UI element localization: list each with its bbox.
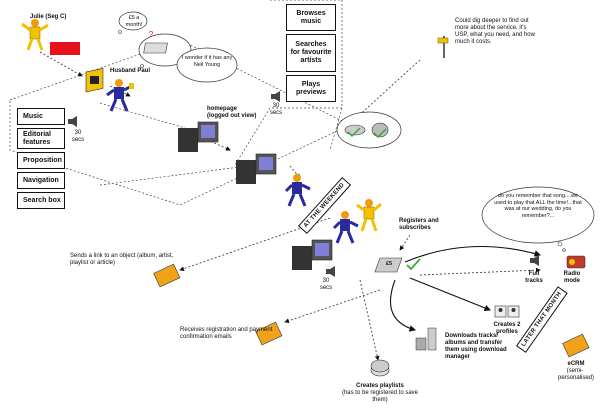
homepage-timer: 30 secs	[71, 130, 85, 143]
full-tracks-label: Full tracks	[525, 271, 543, 284]
weekend-timer: 30 secs	[319, 278, 333, 291]
dig-deeper-note: Could dig deeper to find out more about …	[455, 18, 535, 45]
julie-figure	[21, 19, 49, 51]
speaker-icon-homepage	[68, 116, 77, 127]
price-tag-text: £5	[386, 261, 393, 267]
thought-price-text: £5 a month!	[125, 15, 143, 28]
signpost-icon	[437, 36, 449, 58]
radio-mode-label: Radio mode	[563, 271, 581, 284]
downloads-label: Downloads tracks/ albums and transfer th…	[445, 333, 507, 360]
speaker-icon-browse	[271, 91, 280, 102]
paul-figure-browsing	[284, 174, 311, 207]
envelope-icon-confirm	[255, 321, 283, 346]
homepage-item-navigation: Navigation	[17, 172, 65, 189]
thought-bubble-song	[481, 186, 595, 252]
profile-icons	[494, 305, 520, 318]
envelope-icon-link	[153, 263, 181, 288]
playlist-disc-icon	[370, 359, 390, 377]
leaflet-icon	[85, 68, 104, 93]
thought-song-text: do you remember that song....we used to …	[494, 193, 582, 219]
computer-weekend	[292, 239, 333, 270]
download-devices-icon	[415, 327, 437, 351]
envelope-icon-ecrm	[562, 333, 590, 358]
email-confirm-label: Receives registration and payment confir…	[180, 327, 273, 340]
playlists-note: (has to be registered to save them)	[341, 390, 419, 403]
computer-homepage	[178, 121, 219, 152]
thought-question-text: ?	[148, 30, 154, 39]
speaker-icon-full-tracks	[530, 255, 539, 266]
julie-label: Julie (Seg C)	[30, 14, 67, 20]
register-label: Registers and subscribes	[399, 218, 439, 231]
computer-browse	[236, 153, 277, 184]
browse-item-browses-music: Browses music	[286, 4, 336, 31]
thought-bubble-price	[118, 11, 148, 34]
browse-timer: 30 secs	[269, 103, 283, 116]
homepage-item-editorial: Editorial features	[17, 128, 65, 149]
homepage-item-proposition: Proposition	[17, 152, 65, 169]
paul-figure-weekend	[332, 211, 359, 244]
paul-label: Husband Paul	[110, 68, 151, 74]
browse-item-searches-artists: Searches for favourite artists	[286, 34, 336, 72]
thought-neil-young-text: I wonder if it has any Neil Young	[181, 55, 233, 68]
paul-figure	[106, 79, 134, 112]
red-block	[50, 42, 80, 55]
speaker-icon-weekend	[326, 266, 335, 277]
homepage-label: homepage (logged out view)	[207, 106, 257, 119]
profiles-label: Creates 2 profiles	[493, 322, 521, 335]
homepage-item-music: Music	[17, 108, 65, 125]
julie-figure-weekend	[356, 199, 382, 232]
browse-item-plays-previews: Plays previews	[286, 75, 336, 102]
thought-bubble-money	[138, 33, 192, 68]
thought-bubble-discs	[336, 111, 402, 149]
email-link-label: Sends a link to an object (album, artist…	[70, 253, 174, 266]
price-tag-icon	[374, 257, 403, 273]
playlists-label: Creates playlists	[356, 383, 404, 389]
ecrm-label: eCRM	[567, 361, 585, 367]
ecrm-note: (semi-personalised)	[558, 368, 595, 381]
homepage-item-search-box: Search box	[17, 192, 65, 209]
thought-bubble-neil-young	[176, 47, 238, 83]
tick-icon	[406, 258, 421, 271]
radio-icon	[566, 255, 586, 269]
